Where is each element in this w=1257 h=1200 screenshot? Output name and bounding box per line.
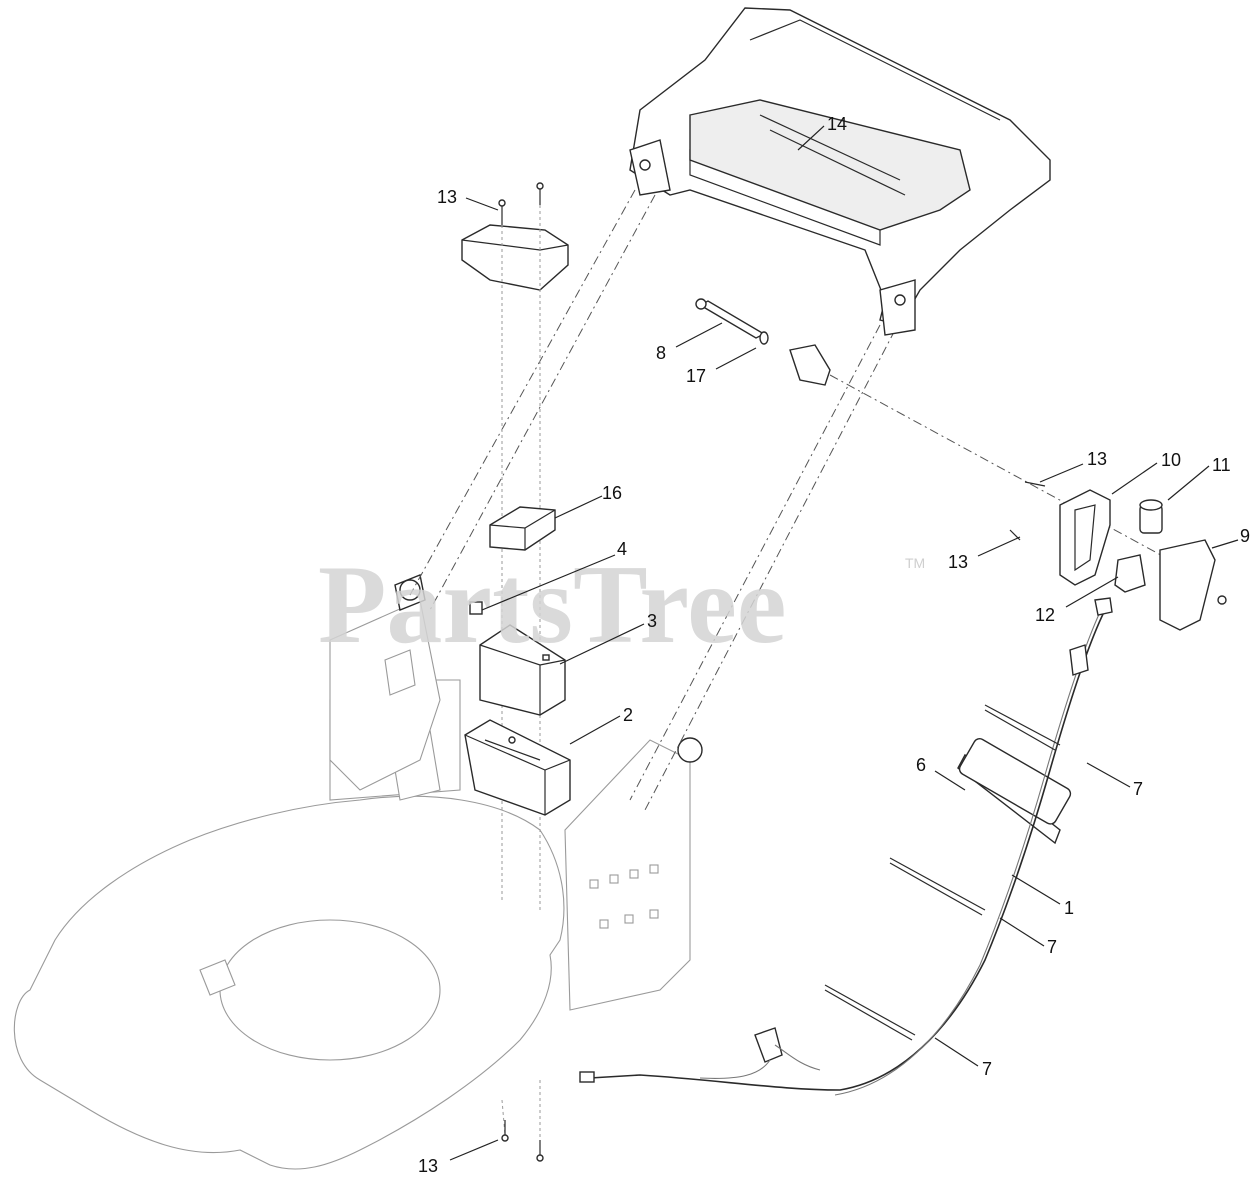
callout-7-upper: 7 (1133, 779, 1143, 799)
callout-13-bottom: 13 (418, 1156, 438, 1176)
battery-tray-2 (464, 719, 571, 816)
button-11 (1139, 499, 1163, 534)
callout-10: 10 (1161, 450, 1181, 470)
module-cover (461, 224, 569, 291)
washer-17 (759, 331, 769, 345)
watermark-trademark: TM (905, 555, 925, 571)
lower-handle-bracket-left (329, 574, 441, 791)
connector (789, 344, 831, 386)
watermark-text: PartsTree (318, 543, 787, 667)
cable-tie-7-middle (889, 857, 986, 916)
wire-harness-1 (579, 597, 1113, 1096)
lower-handle-bracket-right (564, 737, 703, 1011)
callout-7-middle: 7 (1047, 937, 1057, 957)
clip-4 (469, 601, 483, 615)
cable-tie-7-upper (984, 704, 1061, 751)
callout-labels: 14 13 8 17 13 10 11 16 13 9 4 12 3 2 6 7… (418, 114, 1250, 1176)
handle-tubes (409, 189, 896, 811)
battery-3 (479, 624, 566, 716)
screw-13-right-upper (1024, 481, 1046, 487)
mower-deck (13, 679, 565, 1170)
upper-handle (629, 7, 1051, 336)
callout-14: 14 (827, 114, 847, 134)
callout-6: 6 (916, 755, 926, 775)
screw-top-left (498, 199, 506, 225)
callout-2: 2 (623, 705, 633, 725)
bolt-8 (695, 298, 766, 339)
callout-17: 17 (686, 366, 706, 386)
leader-lines (449, 125, 1239, 1161)
screw-13-right-lower (1009, 529, 1021, 541)
callout-9: 9 (1240, 526, 1250, 546)
callout-16: 16 (602, 483, 622, 503)
cover-9 (1159, 539, 1227, 631)
callout-11: 11 (1212, 455, 1231, 475)
switch-12 (1114, 554, 1146, 593)
callout-3: 3 (647, 611, 657, 631)
screw-top-right (536, 182, 544, 205)
block-16 (489, 506, 556, 551)
callout-13-right-lower: 13 (948, 552, 968, 572)
callout-4: 4 (617, 539, 627, 559)
cable-tie-7-lower (824, 984, 916, 1041)
callout-8: 8 (656, 343, 666, 363)
callout-1: 1 (1064, 898, 1074, 918)
callout-12: 12 (1035, 605, 1055, 625)
callout-13-top: 13 (437, 187, 457, 207)
screw-bottom-right (536, 1140, 544, 1162)
screw-bottom-left (501, 1120, 509, 1142)
callout-13-right-upper: 13 (1087, 449, 1107, 469)
switch-bracket-10 (1059, 489, 1111, 586)
callout-7-lower: 7 (982, 1059, 992, 1079)
